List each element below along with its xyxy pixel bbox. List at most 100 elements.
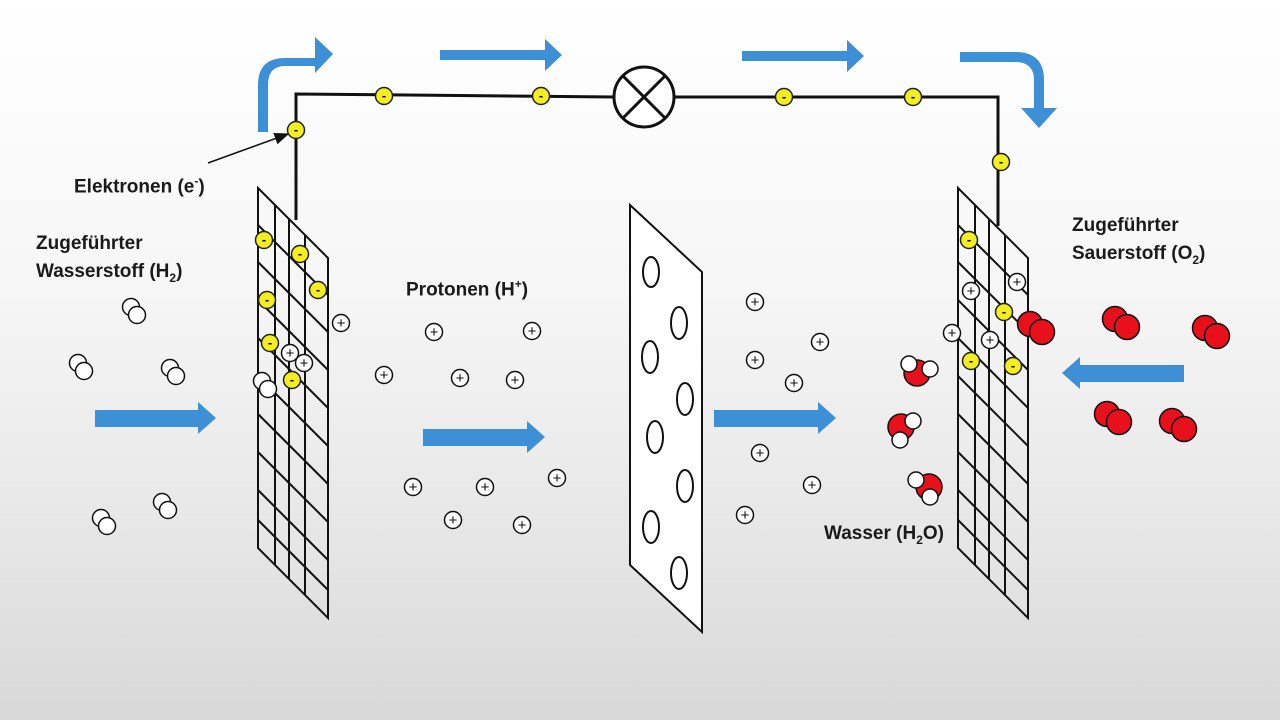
svg-text:+: + (967, 283, 976, 300)
proton-icon: + (802, 475, 822, 495)
svg-text:+: + (751, 294, 760, 311)
arrow-right-icon (95, 402, 216, 434)
proton-icon: + (522, 321, 542, 341)
proton-icon: + (547, 468, 567, 488)
svg-text:+: + (409, 479, 418, 496)
protons-label-sup: + (514, 277, 522, 291)
curved-arrow-icon (960, 52, 1057, 128)
proton-icon: + (280, 343, 300, 363)
electrons-label-after: ) (198, 176, 205, 198)
water-molecule-icon (907, 471, 943, 506)
electron-icon: - (260, 333, 280, 353)
svg-text:-: - (316, 282, 320, 297)
proton-icon: + (735, 505, 755, 525)
svg-text:+: + (286, 345, 295, 362)
svg-text:+: + (808, 477, 817, 494)
proton-icon: + (475, 477, 495, 497)
cathode-electrode (957, 185, 1029, 621)
svg-text:-: - (1002, 304, 1006, 319)
oxygen-label: Zugeführter Sauerstoff (O2) (1072, 212, 1205, 274)
arrow-right-icon (440, 39, 562, 71)
electron-icon: - (959, 230, 979, 250)
electron-icon: - (257, 290, 277, 310)
hydrogen-molecule-icon (252, 371, 278, 399)
oxygen-molecule-icon (1191, 314, 1231, 350)
proton-icon: + (443, 510, 463, 530)
electron-icon: - (994, 302, 1014, 322)
svg-text:-: - (298, 246, 302, 261)
svg-text:-: - (1011, 358, 1015, 373)
water-label-sub: 2 (916, 532, 923, 547)
electrons-label-sup: - (194, 174, 199, 188)
svg-text:-: - (999, 154, 1003, 169)
svg-text:+: + (300, 355, 309, 372)
proton-icon: + (512, 515, 532, 535)
protons-label: Protonen (H+) (406, 270, 528, 304)
electron-pointer-arrow (207, 132, 290, 164)
svg-text:+: + (756, 445, 765, 462)
circuit-wire (294, 92, 615, 220)
svg-text:+: + (481, 479, 490, 496)
hydrogen-label-line1: Zugeführter (36, 233, 143, 254)
proton-icon: + (450, 368, 470, 388)
electron-icon: - (1003, 356, 1023, 376)
hydrogen-molecule-icon (152, 492, 178, 520)
svg-text:+: + (430, 324, 439, 341)
svg-text:+: + (518, 517, 527, 534)
electron-icon: - (531, 86, 551, 106)
circuit-wire-right (674, 95, 1000, 226)
oxygen-label-sub: 2 (1192, 252, 1200, 267)
svg-text:-: - (268, 335, 272, 350)
proton-icon: + (403, 477, 423, 497)
svg-text:-: - (782, 89, 786, 104)
svg-text:+: + (528, 323, 537, 340)
proton-icon: + (980, 330, 1000, 350)
svg-text:-: - (294, 122, 298, 137)
proton-icon: + (942, 323, 962, 343)
svg-text:+: + (449, 512, 458, 529)
protons-label-text: Protonen (H (406, 279, 515, 301)
electron-icon: - (991, 152, 1011, 172)
svg-text:+: + (553, 470, 562, 487)
arrow-left-icon (1062, 357, 1184, 389)
water-label: Wasser (H2O) (824, 520, 944, 554)
electrolyte-membrane (629, 202, 703, 635)
oxygen-molecule-icon (1016, 310, 1056, 346)
oxygen-label-line1: Zugeführter (1072, 215, 1179, 236)
arrow-right-icon (714, 402, 836, 434)
proton-icon: + (424, 322, 444, 342)
svg-text:+: + (948, 325, 957, 342)
electron-icon: - (774, 87, 794, 107)
svg-text:-: - (262, 232, 266, 247)
oxygen-label-line2: Sauerstoff (O (1072, 243, 1193, 264)
svg-text:+: + (337, 315, 346, 332)
svg-text:+: + (1013, 274, 1022, 291)
proton-icon: + (1007, 272, 1027, 292)
oxygen-molecule-icon (1093, 400, 1133, 436)
svg-text:-: - (967, 232, 971, 247)
oxygen-molecule-icon (1158, 407, 1198, 443)
electrons-label-text: Elektronen (e (74, 176, 195, 198)
water-molecule-icon (887, 412, 922, 449)
electron-icon: - (961, 351, 981, 371)
hydrogen-label: Zugeführter Wasserstoff (H2) (36, 230, 182, 292)
electron-icon: - (290, 244, 310, 264)
svg-text:+: + (741, 507, 750, 524)
svg-text:-: - (969, 353, 973, 368)
svg-text:+: + (816, 334, 825, 351)
proton-icon: + (505, 370, 525, 390)
svg-text:-: - (265, 292, 269, 307)
oxygen-label-after: ) (1199, 243, 1206, 264)
electron-icon: - (254, 230, 274, 250)
lamp-icon (612, 65, 676, 129)
water-molecule-icon (900, 355, 939, 387)
svg-text:+: + (511, 372, 520, 389)
electron-icon: - (282, 370, 302, 390)
hydrogen-molecule-icon (68, 353, 94, 381)
electron-icon: - (286, 120, 306, 140)
proton-icon: + (810, 332, 830, 352)
proton-icon: + (745, 292, 765, 312)
hydrogen-label-after: ) (176, 261, 183, 282)
svg-text:+: + (456, 370, 465, 387)
